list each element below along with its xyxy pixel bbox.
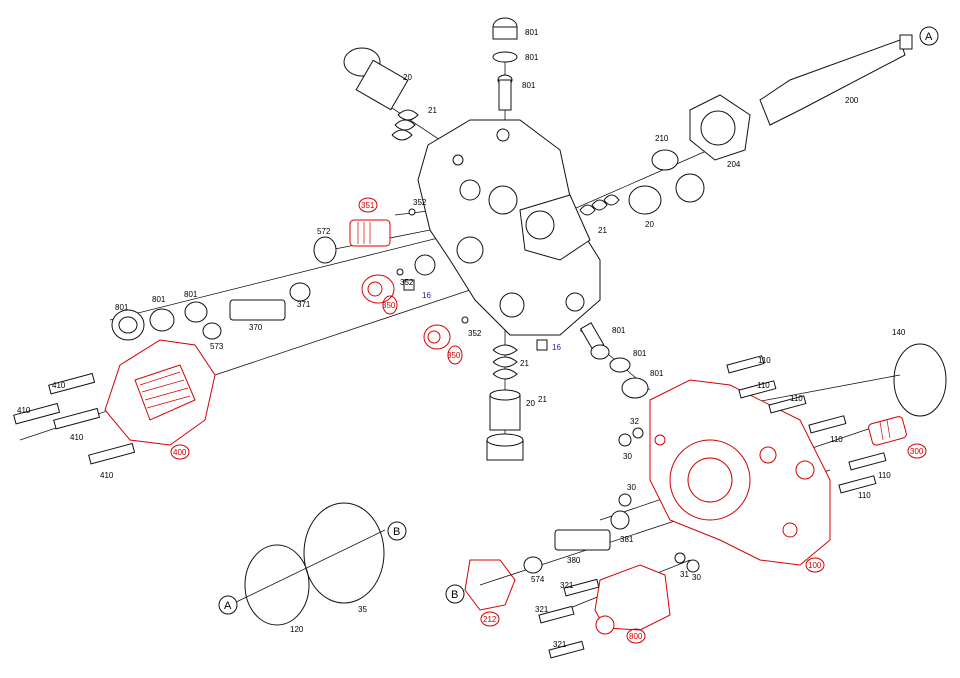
label-110: 110 [858, 491, 871, 500]
metering-unit-800 [594, 564, 671, 635]
label-573: 573 [210, 342, 224, 351]
label-21: 21 [520, 359, 529, 368]
red-label-circles [170, 197, 927, 644]
label-212: 212 [483, 615, 497, 624]
label-410: 410 [52, 381, 66, 390]
bolts-321 [538, 578, 600, 659]
part-labels: 801 801 801 20 21 200 204 210 21 20 352 … [17, 28, 933, 649]
label-801: 801 [184, 290, 198, 299]
valve-300 [868, 416, 907, 446]
left-valve-assembly [111, 282, 311, 341]
label-21: 21 [538, 395, 547, 404]
lower-housing-100 [649, 379, 831, 566]
label-20: 20 [645, 220, 654, 229]
label-110: 110 [830, 435, 843, 444]
label-30: 30 [623, 452, 632, 461]
label-572: 572 [317, 227, 331, 236]
label-801: 801 [522, 81, 536, 90]
label-21: 21 [598, 226, 607, 235]
label-380: 380 [567, 556, 581, 565]
label-110: 110 [758, 356, 771, 365]
callout-circle-a-top [919, 26, 939, 46]
label-350: 350 [382, 301, 396, 310]
label-410: 410 [70, 433, 84, 442]
label-140: 140 [892, 328, 906, 337]
label-204: 204 [727, 160, 741, 169]
label-20: 20 [403, 73, 412, 82]
label-410: 410 [100, 471, 114, 480]
label-20: 20 [526, 399, 535, 408]
label-35: 35 [358, 605, 367, 614]
label-801: 801 [650, 369, 664, 378]
label-381: 381 [620, 535, 634, 544]
label-352: 352 [413, 198, 427, 207]
label-32: 32 [630, 417, 639, 426]
pump-cover-400 [104, 339, 216, 446]
label-16: 16 [422, 291, 431, 300]
valve-cluster-upper [313, 208, 548, 351]
label-352: 352 [468, 329, 482, 338]
label-574: 574 [531, 575, 545, 584]
callout-circle-a-bottom [218, 595, 238, 615]
label-371: 371 [297, 300, 311, 309]
label-110: 110 [790, 394, 803, 403]
label-350: 350 [447, 351, 461, 360]
label-801: 801 [525, 28, 539, 37]
label-210: 210 [655, 134, 669, 143]
upper-tappet-assembly [343, 47, 419, 141]
label-351: 351 [361, 201, 375, 210]
label-100: 100 [808, 561, 822, 570]
top-plug-stack [492, 17, 518, 111]
label-801: 801 [115, 303, 129, 312]
label-321: 321 [553, 640, 567, 649]
label-801: 801 [633, 349, 647, 358]
o-ring-140 [893, 343, 947, 417]
o-ring-120 [244, 544, 310, 626]
callout-circle-b-right [387, 521, 407, 541]
label-110: 110 [757, 381, 770, 390]
central-pump-housing [414, 119, 601, 336]
bolts-410 [13, 372, 136, 465]
label-30: 30 [692, 573, 701, 582]
right-plug-stack [579, 322, 649, 399]
lower-tappet-assembly [486, 344, 524, 461]
callout-a: A [224, 600, 232, 612]
label-410: 410 [17, 406, 31, 415]
label-370: 370 [249, 323, 263, 332]
label-300: 300 [910, 447, 924, 456]
label-16: 16 [552, 343, 561, 352]
label-352: 352 [400, 278, 414, 287]
o-ring-35 [303, 502, 385, 604]
drive-shaft-assembly [579, 34, 913, 216]
callout-circle-b-left [445, 584, 465, 604]
label-30: 30 [627, 483, 636, 492]
valve-380 [523, 510, 630, 574]
gasket-212 [464, 559, 516, 611]
label-120: 120 [290, 625, 304, 634]
label-321: 321 [535, 605, 549, 614]
label-801: 801 [525, 53, 539, 62]
label-31: 31 [680, 570, 689, 579]
callout-b: B [451, 589, 458, 601]
label-321: 321 [560, 581, 574, 590]
label-801: 801 [612, 326, 626, 335]
bolts-110 [726, 355, 887, 494]
label-800: 800 [629, 632, 643, 641]
seals-30-32 [618, 427, 700, 573]
label-400: 400 [173, 448, 187, 457]
callout-a: A [925, 31, 933, 43]
callout-b: B [393, 526, 400, 538]
label-200: 200 [845, 96, 859, 105]
label-801: 801 [152, 295, 166, 304]
label-110: 110 [878, 471, 891, 480]
label-21: 21 [428, 106, 437, 115]
